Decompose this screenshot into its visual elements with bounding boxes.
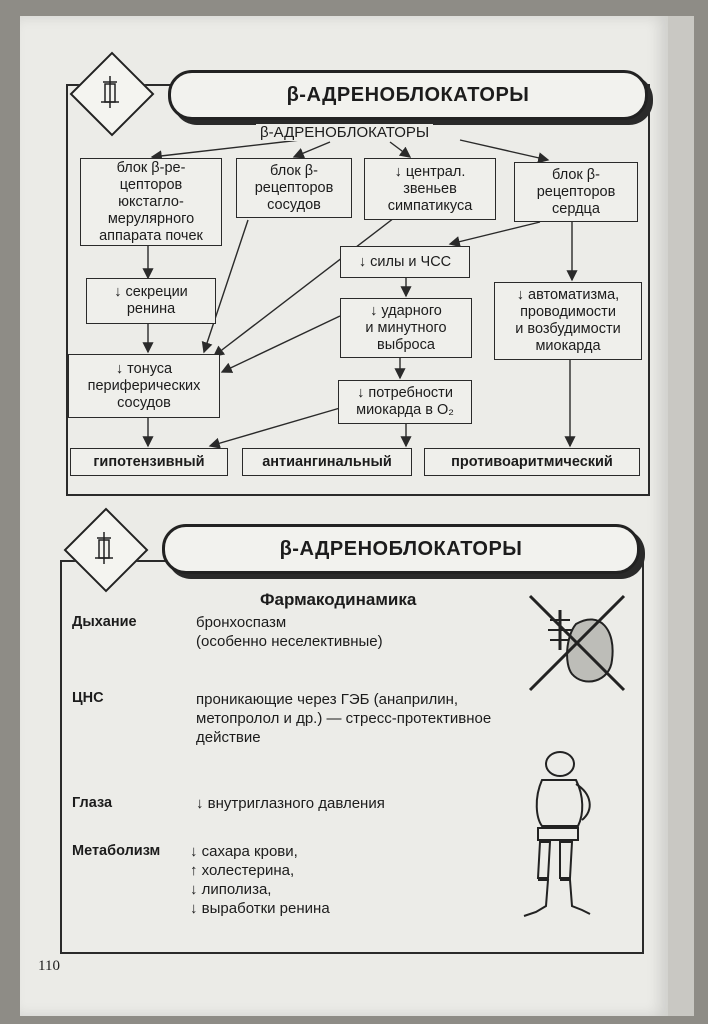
row-label-cns: ЦНС — [72, 690, 104, 706]
box-central-text: ↓ централ. звеньев симпатикуса — [387, 163, 473, 214]
syringe-icon — [90, 72, 130, 112]
box-tone-text: ↓ тонуса периферических сосудов — [87, 360, 201, 411]
root-label: β-АДРЕНОБЛОКАТОРЫ — [256, 124, 434, 141]
pharmacodynamics-heading: Фармакодинамика — [260, 590, 417, 609]
box-heart-text: блок β- рецепторов сердца — [536, 166, 616, 217]
top-panel-title: β-АДРЕНОБЛОКАТОРЫ — [168, 70, 648, 120]
page-number: 110 — [38, 958, 60, 974]
box-automatism-text: ↓ автоматизма, проводимости и возбудимос… — [515, 287, 621, 354]
syringe-icon — [84, 528, 124, 568]
lung-crossed-icon — [520, 590, 632, 694]
row-label-eyes: Глаза — [72, 795, 113, 811]
row-text-breathing: бронхоспазм (особенно неселективные) — [196, 614, 383, 650]
box-renin-secretion: ↓ секреции ренина — [86, 278, 216, 324]
box-renin-text: ↓ секреции ренина — [114, 284, 188, 317]
box-vascular-tone: ↓ тонуса периферических сосудов — [68, 354, 220, 418]
bottom-panel-title: β-АДРЕНОБЛОКАТОРЫ — [162, 524, 640, 574]
row-label-metabolism: Метаболизм — [72, 843, 161, 859]
box-cardiac-output: ↓ ударного и минутного выброса — [340, 298, 472, 358]
box-vessels-text: блок β- рецепторов сосудов — [254, 162, 334, 213]
result-antiarrhythmic-text: противоаритмический — [451, 454, 613, 470]
result-antiarrhythmic: противоаритмический — [424, 448, 640, 476]
row-text-eyes: ↓ внутриглазного давления — [196, 795, 385, 812]
box-kidney-receptors: блок β-ре- цепторов юкстагло- мерулярног… — [80, 158, 222, 246]
result-antianginal: антиангинальный — [242, 448, 412, 476]
box-automatism: ↓ автоматизма, проводимости и возбудимос… — [494, 282, 642, 360]
result-antianginal-text: антиангинальный — [262, 454, 392, 470]
result-hypotensive-text: гипотензивный — [93, 454, 205, 470]
row-text-metabolism: ↓ сахара крови, ↑ холестерина, ↓ липолиз… — [190, 843, 330, 917]
next-page-edge — [668, 16, 694, 1016]
human-figure-icon — [516, 748, 612, 924]
box-demand-text: ↓ потребности миокарда в O₂ — [356, 385, 454, 418]
box-output-text: ↓ ударного и минутного выброса — [365, 302, 447, 353]
result-hypotensive: гипотензивный — [70, 448, 228, 476]
box-heart-receptors: блок β- рецепторов сердца — [514, 162, 638, 222]
box-force-text: ↓ силы и ЧСС — [358, 253, 452, 270]
box-oxygen-demand: ↓ потребности миокарда в O₂ — [338, 380, 472, 424]
row-text-cns: проникающие через ГЭБ (анаприлин, метопр… — [196, 691, 492, 746]
row-label-breathing: Дыхание — [72, 614, 137, 630]
box-kidney-text: блок β-ре- цепторов юкстагло- мерулярног… — [99, 159, 203, 244]
box-vessel-receptors: блок β- рецепторов сосудов — [236, 158, 352, 218]
top-title-text: β-АДРЕНОБЛОКАТОРЫ — [286, 83, 530, 106]
box-central-sympathetic: ↓ централ. звеньев симпатикуса — [364, 158, 496, 220]
box-force-hr: ↓ силы и ЧСС — [340, 246, 470, 278]
bottom-title-text: β-АДРЕНОБЛОКАТОРЫ — [279, 537, 523, 560]
